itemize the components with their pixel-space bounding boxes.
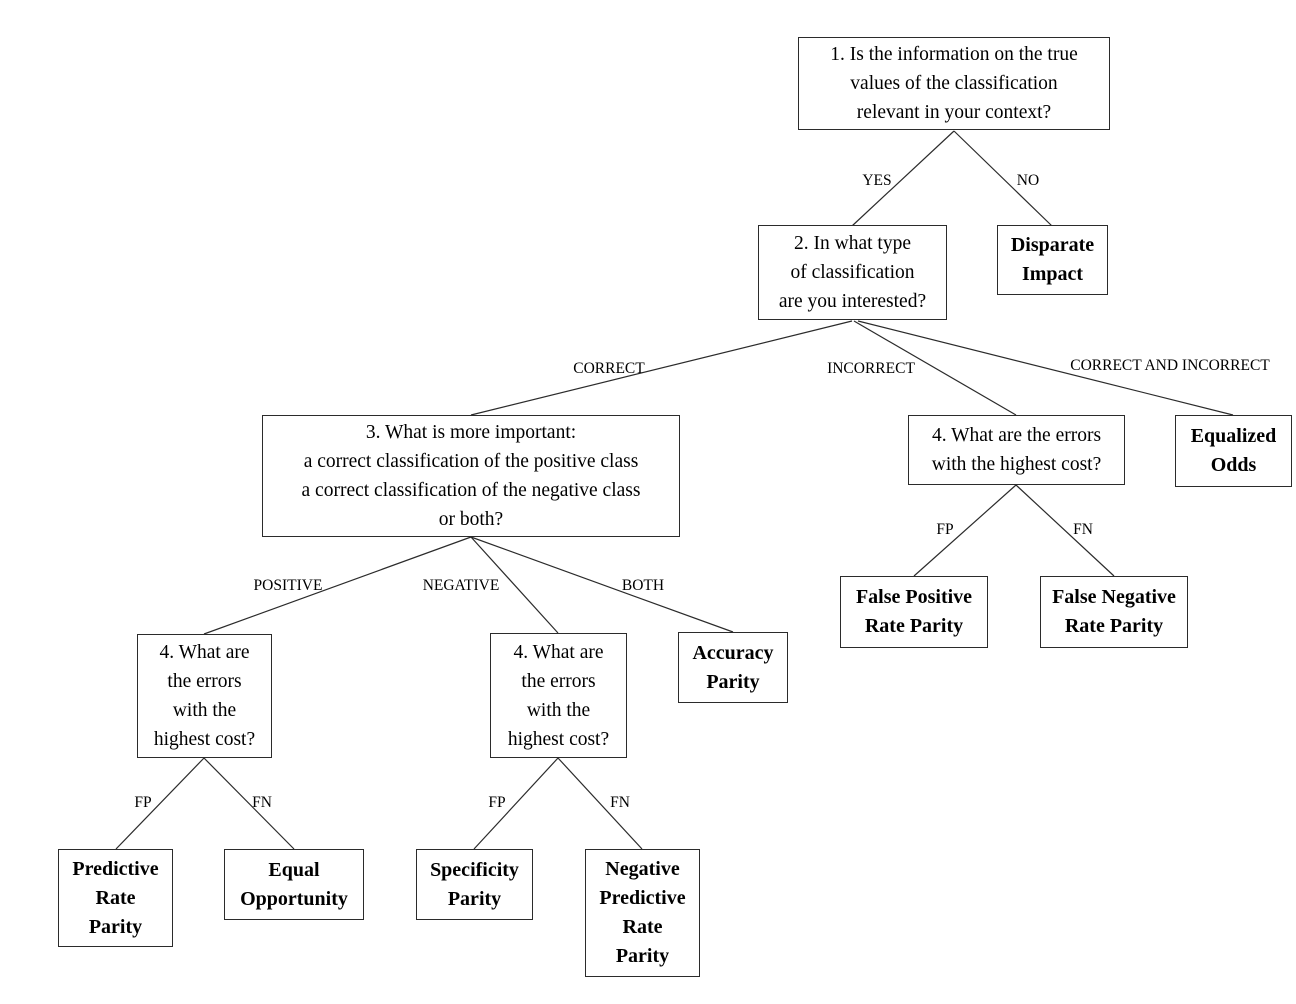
node-question-2: 2. In what type of classification are yo…	[758, 225, 947, 320]
node-question-4-middle: 4. What are the errors with the highest …	[490, 633, 627, 758]
edge-q3-positive	[203, 536, 472, 635]
edge-q2-correct-incorrect	[857, 320, 1234, 416]
edge-label-fp-left: FP	[134, 794, 152, 811]
edge-label-incorrect: INCORRECT	[827, 360, 915, 377]
node-question-4-right: 4. What are the errors with the highest …	[908, 415, 1125, 485]
edge-label-fp-right: FP	[936, 521, 954, 538]
node-accuracy-parity: Accuracy Parity	[678, 632, 788, 703]
edge-label-no: NO	[1016, 172, 1040, 189]
edge-q4left-fp	[115, 757, 205, 850]
edge-q1-yes	[851, 130, 955, 227]
edge-q3-both	[470, 536, 734, 633]
node-false-negative-rate-parity: False Negative Rate Parity	[1040, 576, 1188, 648]
node-specificity-parity: Specificity Parity	[416, 849, 533, 920]
edge-label-fp-middle: FP	[488, 794, 506, 811]
edge-q4middle-fn	[557, 757, 643, 850]
edge-label-fn-right: FN	[1073, 521, 1093, 538]
edge-label-both: BOTH	[621, 577, 665, 594]
edge-label-fn-left: FN	[252, 794, 272, 811]
edge-label-fn-middle: FN	[610, 794, 630, 811]
node-predictive-rate-parity: Predictive Rate Parity	[58, 849, 173, 947]
node-question-1: 1. Is the information on the true values…	[798, 37, 1110, 130]
edge-q4right-fn	[1015, 484, 1115, 577]
node-question-3: 3. What is more important: a correct cla…	[262, 415, 680, 537]
node-disparate-impact: Disparate Impact	[997, 225, 1108, 295]
edge-q2-correct	[470, 320, 853, 416]
edge-label-negative: NEGATIVE	[422, 577, 500, 594]
edge-q3-negative	[470, 536, 559, 634]
edge-q1-no	[953, 130, 1053, 227]
node-false-positive-rate-parity: False Positive Rate Parity	[840, 576, 988, 648]
node-equal-opportunity: Equal Opportunity	[224, 849, 364, 920]
edge-q4middle-fp	[473, 757, 559, 850]
node-negative-predictive-rate-parity: Negative Predictive Rate Parity	[585, 849, 700, 977]
edge-q2-incorrect	[853, 320, 1017, 416]
edge-label-correct-and-incorrect: CORRECT AND INCORRECT	[1070, 357, 1270, 374]
node-equalized-odds: Equalized Odds	[1175, 415, 1292, 487]
edge-q4right-fp	[913, 484, 1017, 577]
edge-label-positive: POSITIVE	[253, 577, 323, 594]
edge-label-yes: YES	[862, 172, 892, 189]
edge-label-correct: CORRECT	[573, 360, 645, 377]
node-question-4-left: 4. What are the errors with the highest …	[137, 634, 272, 758]
edge-q4left-fn	[203, 757, 295, 850]
